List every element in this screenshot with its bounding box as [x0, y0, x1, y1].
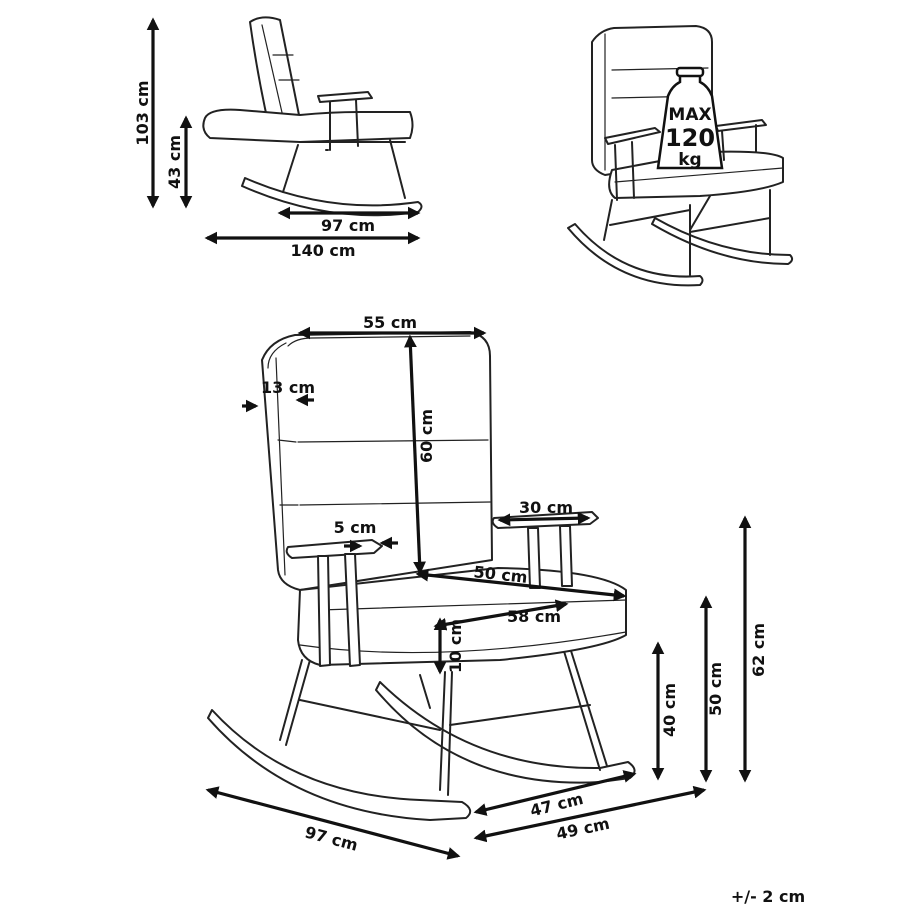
seat-height-43-label: 43 cm [165, 135, 184, 189]
height-103-label: 103 cm [133, 80, 152, 145]
length-140-label: 140 cm [290, 241, 355, 260]
max-load-weight-icon [656, 66, 724, 170]
width-58-label: 58 cm [507, 607, 561, 626]
height-60-label: 60 cm [417, 409, 436, 463]
thickness-13-label: 13 cm [261, 378, 315, 397]
armrest-30-label: 30 cm [519, 498, 573, 517]
max-value: 120 [665, 124, 715, 152]
height-50-label: 50 cm [706, 662, 725, 716]
side-view-chair [202, 16, 423, 217]
armrest-30-arrow [497, 511, 591, 527]
rocker-97-main-arrow [205, 786, 461, 860]
depth-50-arrow [415, 568, 627, 602]
rocker-97-label: 97 cm [321, 216, 375, 235]
width-58-arrow [433, 599, 569, 631]
main-view-chair [207, 331, 636, 821]
max-unit: kg [678, 150, 701, 170]
height-62-label: 62 cm [749, 623, 768, 677]
height-60-arrow [404, 334, 426, 575]
armrest-5-label: 5 cm [334, 518, 377, 537]
width-55-label: 55 cm [363, 313, 417, 332]
cushion-10-label: 10 cm [446, 619, 465, 673]
height-40-label: 40 cm [660, 683, 679, 737]
tolerance-note: +/- 2 cm [731, 887, 805, 906]
width-49-arrow [473, 785, 707, 843]
max-label: MAX [668, 105, 711, 125]
